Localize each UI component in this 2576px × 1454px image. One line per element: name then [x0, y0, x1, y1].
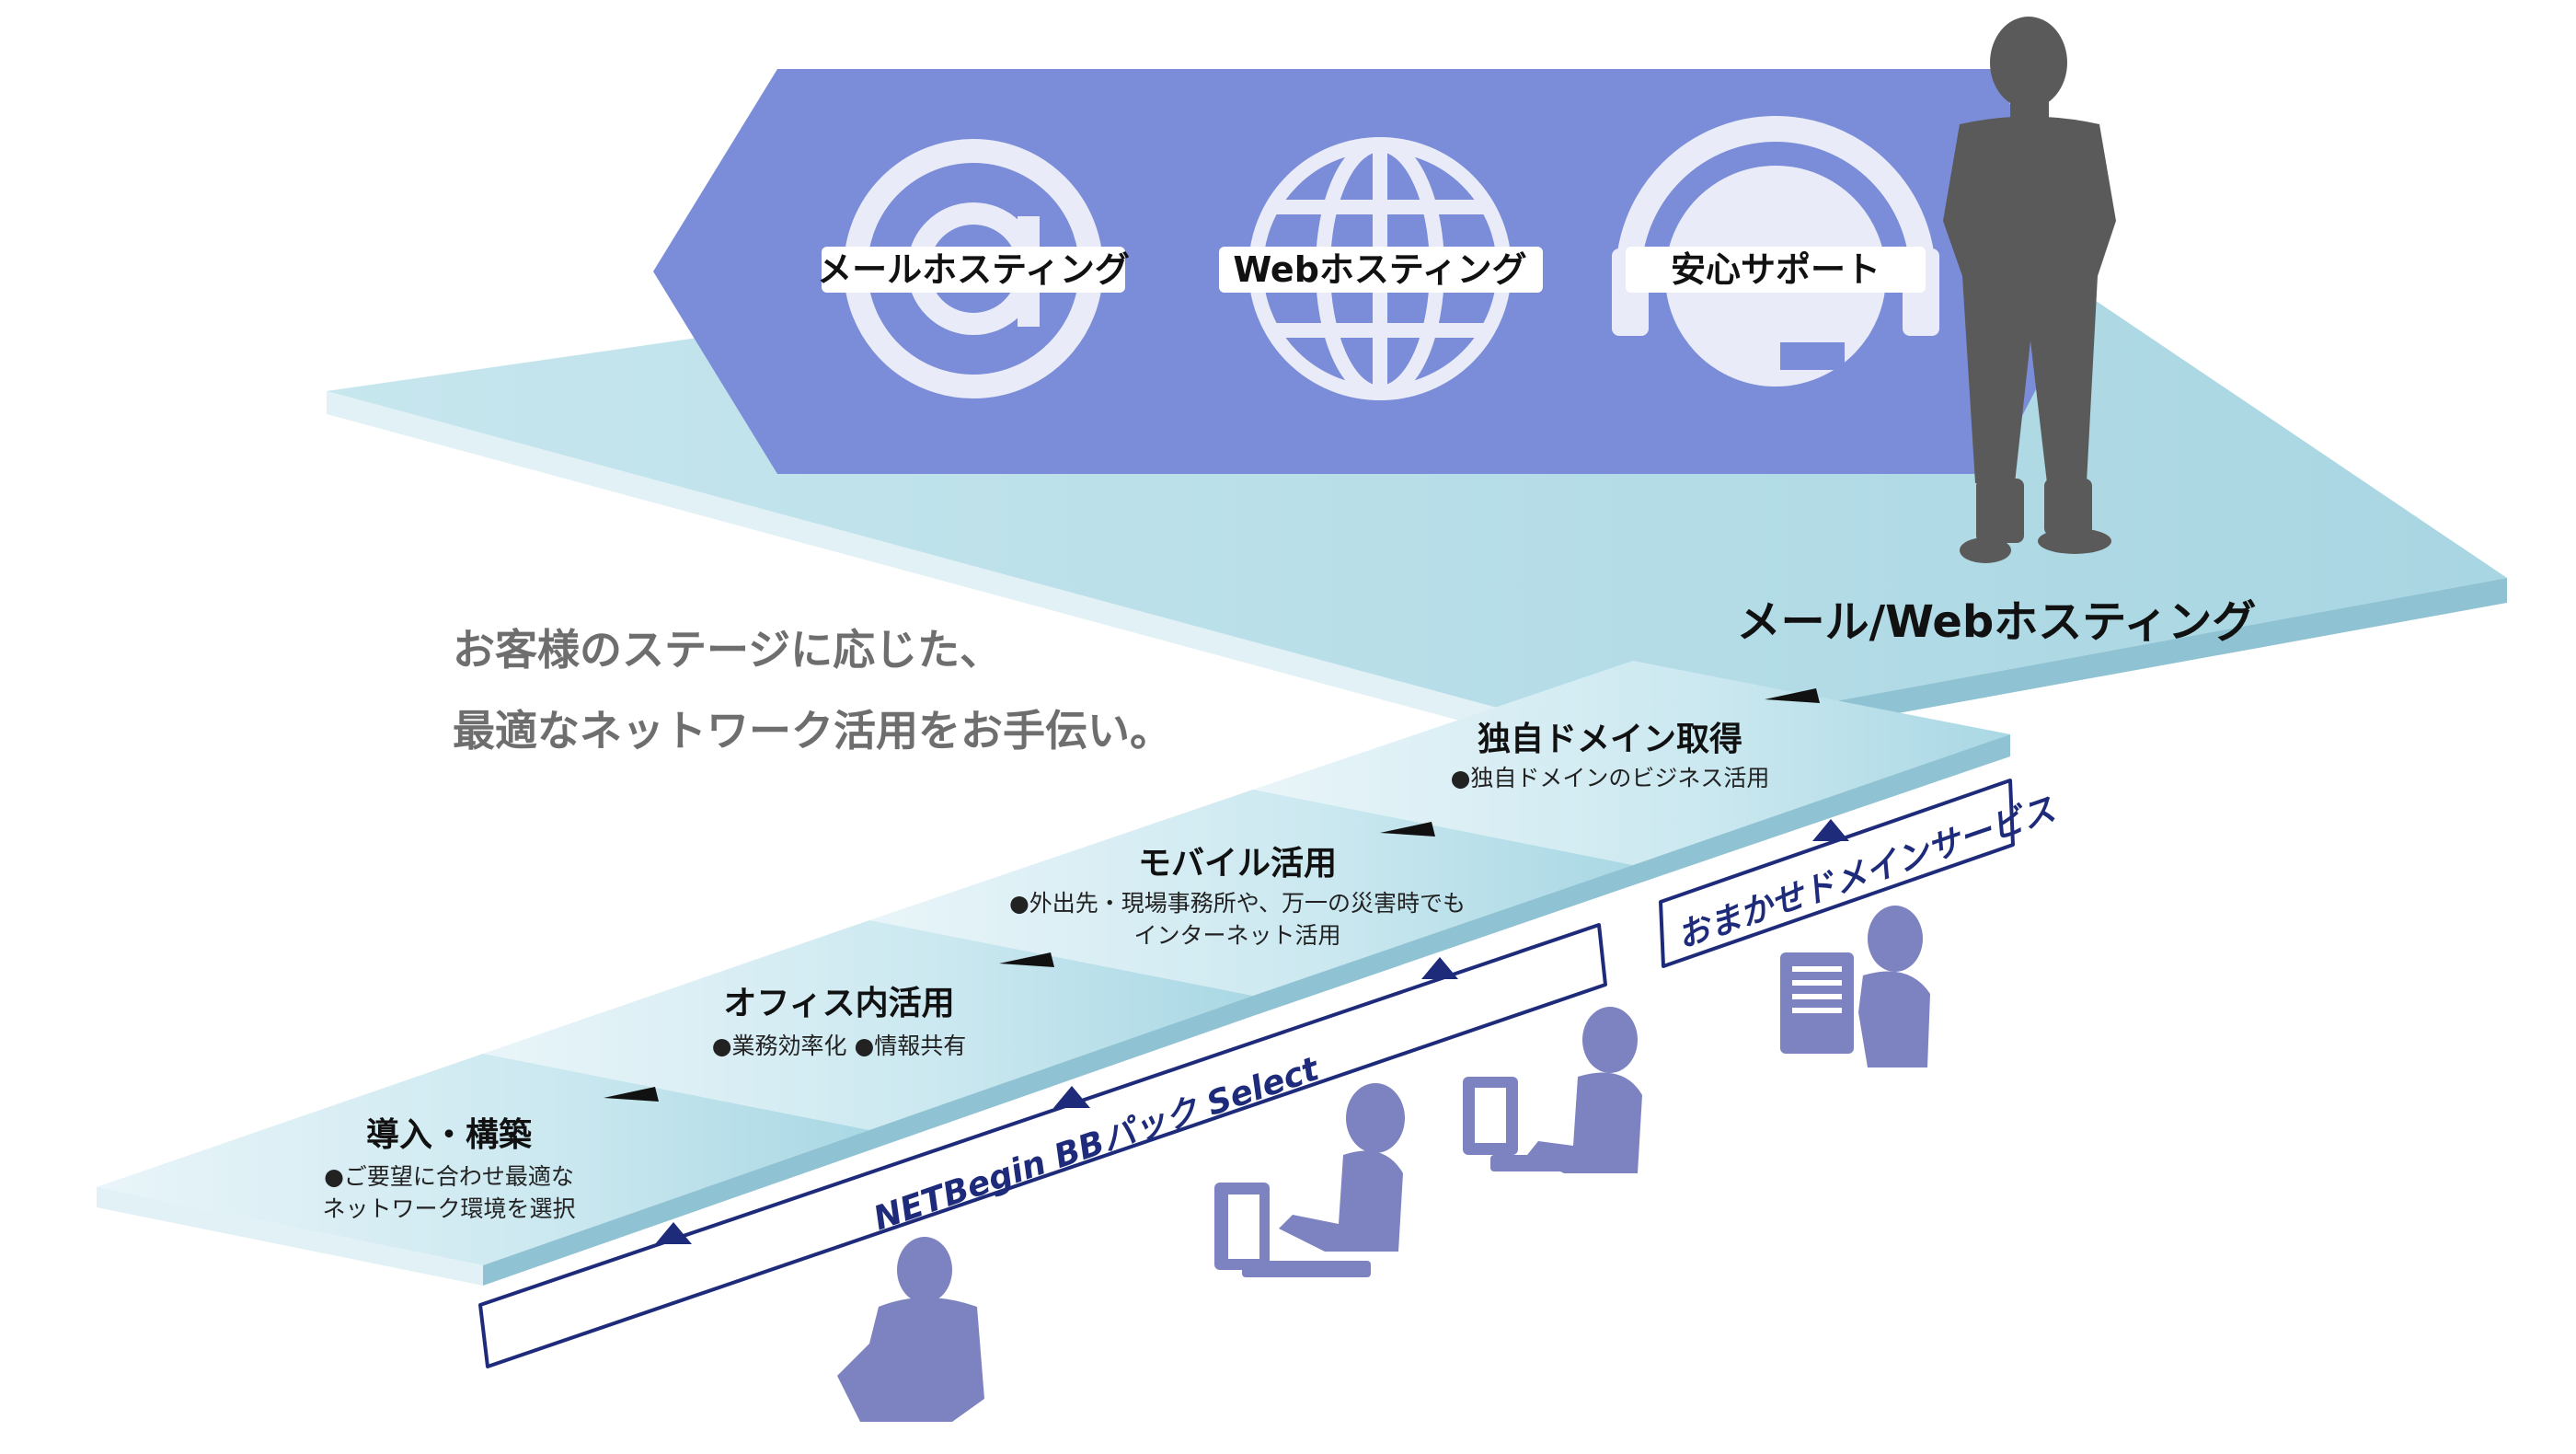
bb-pack-markers — [655, 957, 1458, 1244]
step-4-desc-1: ●独自ドメインのビジネス活用 — [1451, 765, 1770, 791]
step-1-title: 導入・構築 — [366, 1116, 533, 1154]
support-label: 安心サポート — [1671, 249, 1880, 290]
domain-service-marker — [1812, 819, 1849, 841]
tagline-line2: 最適なネットワーク活用をお手伝い。 — [453, 706, 1172, 756]
step-3-title: モバイル活用 — [1138, 845, 1337, 883]
web-hosting-item: Webホスティング — [1219, 137, 1543, 400]
step-1-desc-1: ●ご要望に合わせ最適な — [324, 1163, 574, 1190]
step-4-title: 独自ドメイン取得 — [1478, 721, 1742, 758]
mail-hosting-label: メールホスティング — [817, 249, 1130, 290]
web-hosting-label: Webホスティング — [1233, 249, 1526, 290]
staircase — [97, 661, 2010, 1286]
step-3-desc-1: ●外出先・現場事務所や、万一の災害時でも — [1009, 890, 1466, 917]
step-1-desc-2: ネットワーク環境を選択 — [322, 1195, 575, 1222]
progress-arrows — [604, 688, 1820, 1102]
step-2-desc-1: ●業務効率化 ●情報共有 — [712, 1033, 967, 1059]
person-businessman-front — [837, 1237, 984, 1422]
tagline-line1: お客様のステージに応じた、 — [453, 625, 1002, 675]
person-headset-operator — [1214, 1083, 1405, 1277]
person-server-admin — [1780, 906, 1930, 1067]
mail-hosting-item: メールホスティング — [817, 139, 1130, 398]
businessman-silhouette — [1943, 17, 2116, 563]
hosting-title: メール/Webホスティング — [1737, 596, 2257, 648]
step-3-desc-2: インターネット活用 — [1133, 922, 1340, 949]
services-banner: メールホスティング Webホスティング — [653, 69, 2098, 474]
step-2-title: オフィス内活用 — [723, 985, 954, 1022]
step-1-platform — [97, 1054, 869, 1286]
person-desk-worker — [1463, 1007, 1642, 1173]
support-item: 安心サポート — [1612, 116, 1939, 387]
